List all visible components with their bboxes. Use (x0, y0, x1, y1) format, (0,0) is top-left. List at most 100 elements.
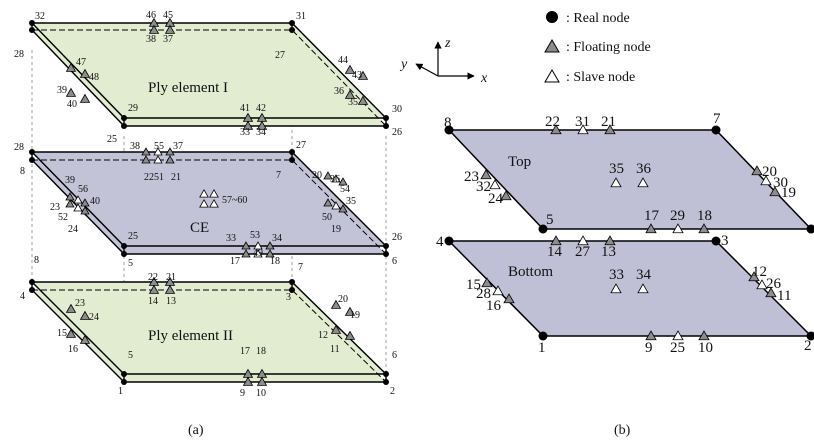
real-node (121, 243, 127, 249)
real-node (121, 371, 127, 377)
node-label: 6 (392, 256, 397, 267)
real-node (121, 115, 127, 121)
slave-node (199, 188, 209, 198)
node-label: 18 (270, 256, 280, 267)
node-label: 23 (464, 169, 479, 185)
floating-node (80, 198, 90, 207)
node-label: 56 (78, 184, 88, 195)
node-label: 45 (163, 10, 173, 21)
ply-element-2 (31, 281, 388, 383)
slave-node (672, 330, 684, 341)
node-label: 25 (670, 340, 685, 356)
node-label: 27 (296, 140, 306, 151)
floating-node (65, 199, 75, 208)
node-label: 9 (645, 340, 653, 356)
node-label: 28 (476, 286, 491, 302)
node-label: 12 (752, 264, 767, 280)
floating-node (338, 177, 348, 186)
node-label: 26 (392, 232, 402, 243)
real-node (121, 251, 127, 257)
node-label: 30 (392, 104, 402, 115)
real-node (444, 236, 454, 246)
real-node (29, 149, 35, 155)
node-label: 15 (57, 328, 67, 339)
node-label: 47 (76, 57, 86, 68)
real-node (383, 251, 389, 257)
node-label: 22 (144, 172, 154, 183)
node-label: 13 (601, 244, 616, 260)
floating-node (79, 334, 91, 344)
slave-node (637, 177, 649, 188)
node-label: 27 (275, 50, 285, 61)
node-label: 37 (163, 34, 173, 45)
surface-top (447, 129, 813, 230)
real-node (538, 331, 548, 341)
floating-node (645, 330, 657, 341)
node-label: 32 (476, 179, 491, 195)
node-label: 7 (276, 170, 281, 181)
floating-node (165, 155, 175, 164)
floating-node (141, 155, 151, 164)
node-label: 28 (14, 142, 24, 153)
real-node (383, 123, 389, 129)
slave-node (610, 283, 622, 294)
ply-element-1 (31, 22, 388, 127)
node-label: 30 (773, 175, 788, 191)
floating-node (241, 241, 251, 250)
floating-node (765, 287, 777, 298)
node-label: 23 (50, 202, 60, 213)
floating-node (769, 186, 781, 197)
node-label: 29 (128, 103, 138, 114)
node-label: 37 (173, 141, 183, 152)
slave-node (331, 174, 341, 183)
slave-node (73, 195, 83, 204)
node-label: 15 (466, 277, 481, 293)
floating-node (698, 330, 710, 341)
floating-node (645, 223, 657, 234)
node-label: 1 (538, 340, 546, 356)
node-label: 20 (312, 170, 322, 181)
floating-node (265, 249, 275, 258)
floating-node (604, 124, 616, 135)
real-node (711, 236, 721, 246)
node-label: 26 (392, 127, 402, 138)
node-label: 31 (575, 114, 590, 130)
floating-node (751, 165, 763, 176)
bottom-surface-title: Bottom (508, 264, 553, 280)
floating-node (65, 303, 77, 313)
node-label: 35 (609, 161, 624, 177)
node-label: 34 (272, 233, 282, 244)
node-label: 5 (128, 258, 133, 269)
ply-element-2-title: Ply element II (148, 328, 233, 344)
floating-node (65, 328, 77, 338)
slave-node (209, 188, 219, 198)
floating-node (165, 147, 175, 156)
floating-node (330, 299, 342, 309)
real-node (806, 331, 814, 341)
floating-node (503, 293, 515, 304)
node-label: 17 (644, 208, 660, 224)
node-label: 36 (334, 86, 344, 97)
slave-node (253, 249, 263, 258)
real-node (538, 224, 548, 234)
node-label: 14 (148, 296, 158, 307)
floating-node (79, 68, 91, 78)
node-label: 38 (146, 34, 156, 45)
node-label: 8 (444, 115, 452, 131)
ply-element-1-title: Ply element I (148, 80, 228, 96)
node-label: 46 (146, 10, 156, 21)
center-slave-label: 57~60 (222, 195, 247, 206)
node-label: 18 (256, 346, 266, 357)
real-node (383, 243, 389, 249)
legend: : Real node : Floating node : Slave node (544, 11, 651, 85)
node-label: 4 (20, 291, 25, 302)
slave-node (577, 124, 589, 135)
node-label: 32 (35, 11, 45, 22)
real-node (289, 27, 295, 33)
caption-a: (a) (188, 423, 204, 438)
node-label: 3 (286, 292, 291, 303)
ce-title: CE (190, 220, 209, 236)
node-label: 21 (601, 114, 616, 130)
node-label: 39 (65, 175, 75, 186)
real-node (121, 123, 127, 129)
